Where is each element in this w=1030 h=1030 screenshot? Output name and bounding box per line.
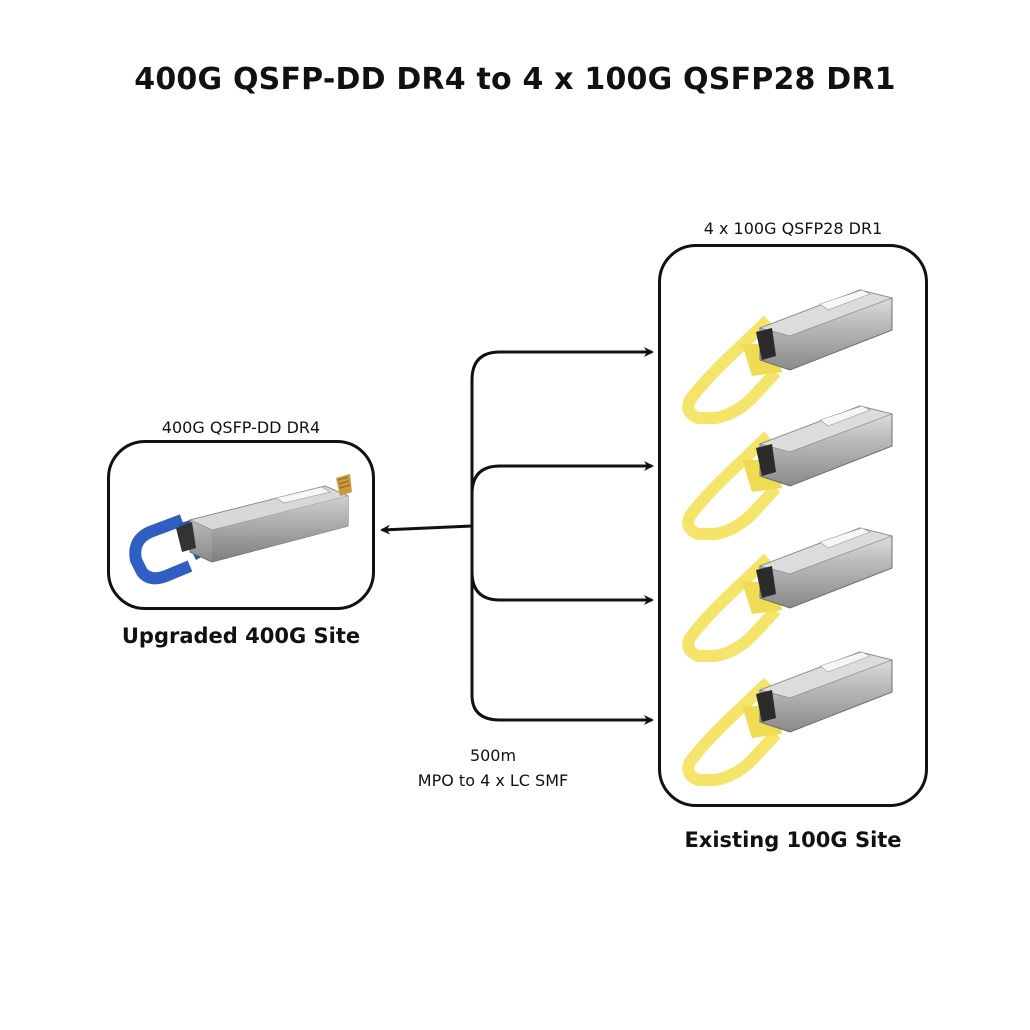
left-site-label: Upgraded 400G Site — [121, 624, 361, 648]
left-module-label: 400G QSFP-DD DR4 — [161, 418, 321, 437]
cable-type: MPO to 4 x LC SMF — [417, 771, 569, 790]
qsfp28-module-image-4 — [682, 651, 894, 786]
right-module-label: 4 x 100G QSFP28 DR1 — [703, 219, 883, 238]
qsfp-dd-module-image — [129, 474, 352, 585]
blue-pull-tab — [129, 514, 193, 585]
arrow-to-module-3 — [470, 571, 654, 605]
arrow-to-module-4 — [470, 694, 654, 725]
arrow-to-module-2 — [470, 461, 654, 495]
cable-arrows — [380, 347, 654, 725]
right-site-label: Existing 100G Site — [684, 828, 902, 852]
cable-distance: 500m — [469, 746, 517, 765]
arrow-to-left-module — [380, 524, 473, 535]
qsfp28-module-image-3 — [682, 527, 894, 662]
arrow-to-module-1 — [470, 347, 654, 381]
qsfp28-module-image-1 — [682, 289, 894, 424]
qsfp28-module-image-2 — [682, 405, 894, 540]
diagram-title: 400G QSFP-DD DR4 to 4 x 100G QSFP28 DR1 — [134, 62, 896, 97]
left-module-panel — [107, 440, 375, 610]
right-modules-panel — [658, 244, 928, 807]
cable-label: 500m MPO to 4 x LC SMF — [380, 743, 606, 793]
